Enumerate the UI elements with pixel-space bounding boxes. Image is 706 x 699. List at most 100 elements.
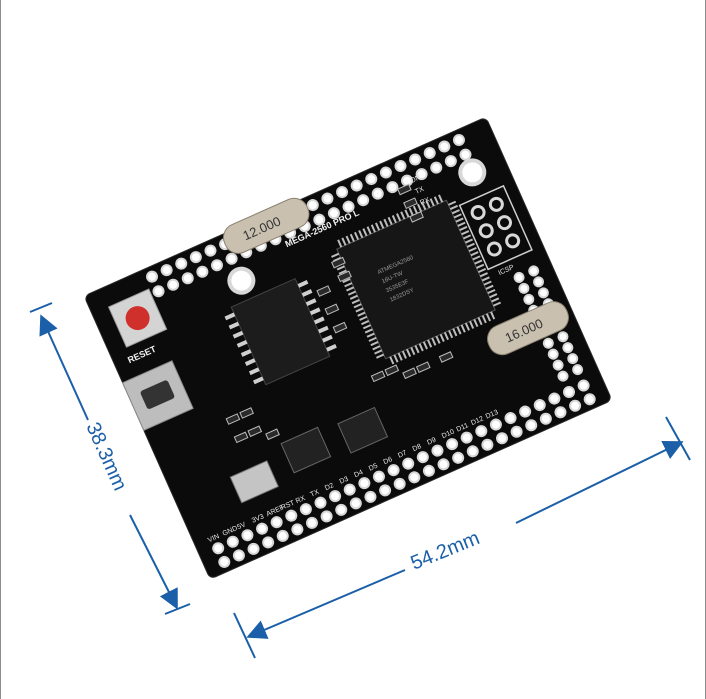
chip-pin <box>474 259 483 265</box>
chip-pin <box>476 263 485 269</box>
pin-hole <box>554 406 567 419</box>
crystal-16mhz: 16.000 <box>487 301 569 356</box>
pin-hole <box>313 213 326 226</box>
pin-hole <box>285 509 298 522</box>
chip-pin <box>391 215 397 224</box>
icsp-pad <box>497 215 513 231</box>
chip-pin <box>309 307 321 316</box>
chip-pin <box>451 209 460 215</box>
crystal-12mhz-can <box>222 197 310 254</box>
width-arrow-right <box>515 441 684 524</box>
pin-hole <box>504 412 517 425</box>
pin-hole <box>577 379 590 392</box>
chip-pin <box>349 233 355 242</box>
icsp-pad <box>488 196 504 212</box>
pin-label: D9 <box>426 437 437 447</box>
pin-hole <box>537 287 549 299</box>
chip-pin <box>366 332 375 338</box>
smd-part <box>331 256 346 269</box>
chip-pin <box>418 343 424 352</box>
pin-hole <box>379 166 392 179</box>
crystal-12mhz: 12.000 <box>222 197 310 254</box>
pin-hole <box>475 425 488 438</box>
chip-pin <box>489 293 498 299</box>
led-label-on: ON <box>409 174 421 185</box>
regulator-1 <box>280 426 332 474</box>
pin-hole <box>210 259 223 272</box>
pin-hole <box>513 271 525 283</box>
pin-hole <box>548 392 561 405</box>
pin-hole <box>394 160 407 173</box>
mounting-hole-right <box>458 158 487 187</box>
chip-pin <box>368 336 377 342</box>
chip-pin <box>351 299 360 305</box>
pin-hole <box>519 405 532 418</box>
pin-hole <box>446 438 459 451</box>
smd-part <box>403 197 418 210</box>
led-label-tx: TX <box>414 186 425 196</box>
chip-pin <box>412 205 418 214</box>
pin-label: TX <box>309 489 320 499</box>
icsp-pad <box>470 204 486 220</box>
pin-hole <box>437 458 450 471</box>
pin-hole <box>276 529 289 542</box>
pin-label: 3V3 <box>251 513 265 525</box>
pin-hole <box>481 438 494 451</box>
pin-label: D12 <box>470 415 485 427</box>
chip-pin <box>301 289 313 297</box>
chip-pin <box>232 330 244 339</box>
pin-hole <box>387 464 400 477</box>
pin-hole <box>408 471 421 484</box>
chip-pin <box>466 242 475 248</box>
pin-hole <box>533 276 545 288</box>
chip-pin <box>443 331 449 341</box>
chip-pin <box>389 356 395 365</box>
height-extension-top <box>29 302 53 313</box>
smd-part <box>438 351 454 363</box>
height-extension-bottom <box>164 603 191 615</box>
pin-label: D5 <box>368 463 379 473</box>
pin-hole <box>430 161 443 174</box>
pin-hole <box>569 399 582 412</box>
pin-hole <box>262 536 275 549</box>
chip-pin <box>414 345 420 354</box>
chip-pin <box>492 301 502 307</box>
chip-pin <box>355 307 364 313</box>
smd-part <box>239 407 254 419</box>
pin-hole <box>386 181 399 194</box>
pcb-substrate <box>85 118 611 578</box>
chip-pin <box>438 194 444 203</box>
pin-hole <box>336 186 349 199</box>
chip-pin <box>244 358 256 366</box>
header-pin-holes <box>146 134 596 568</box>
chip-pin <box>408 207 414 216</box>
chip-pin <box>479 272 488 278</box>
pin-hole <box>299 503 312 516</box>
pin-hole <box>365 173 378 186</box>
pin-hole <box>329 490 342 503</box>
chip-pin <box>396 213 402 222</box>
pin-hole <box>423 147 436 160</box>
chip-pin <box>305 298 317 307</box>
chip-pin <box>472 255 481 261</box>
pin-hole <box>342 200 355 213</box>
pin-label: D6 <box>382 456 393 466</box>
chip-pin <box>422 341 428 350</box>
pin-hole <box>212 542 225 555</box>
micro-usb-port <box>121 360 194 431</box>
smd-part <box>332 321 348 334</box>
chip-pin <box>364 328 373 334</box>
pin-hole <box>459 148 472 161</box>
pin-hole <box>314 496 327 509</box>
chip-pin <box>341 237 347 246</box>
chip-pin <box>224 312 236 321</box>
chip-pin <box>370 341 379 347</box>
crystal-16mhz-can <box>487 301 569 356</box>
usb-opening <box>140 380 175 409</box>
smd-part <box>409 211 424 223</box>
chip-pin <box>477 267 487 274</box>
pin-hole <box>528 265 540 277</box>
pin-label: D7 <box>397 450 408 460</box>
chip-pin <box>338 269 347 275</box>
chip-pin <box>456 326 462 335</box>
